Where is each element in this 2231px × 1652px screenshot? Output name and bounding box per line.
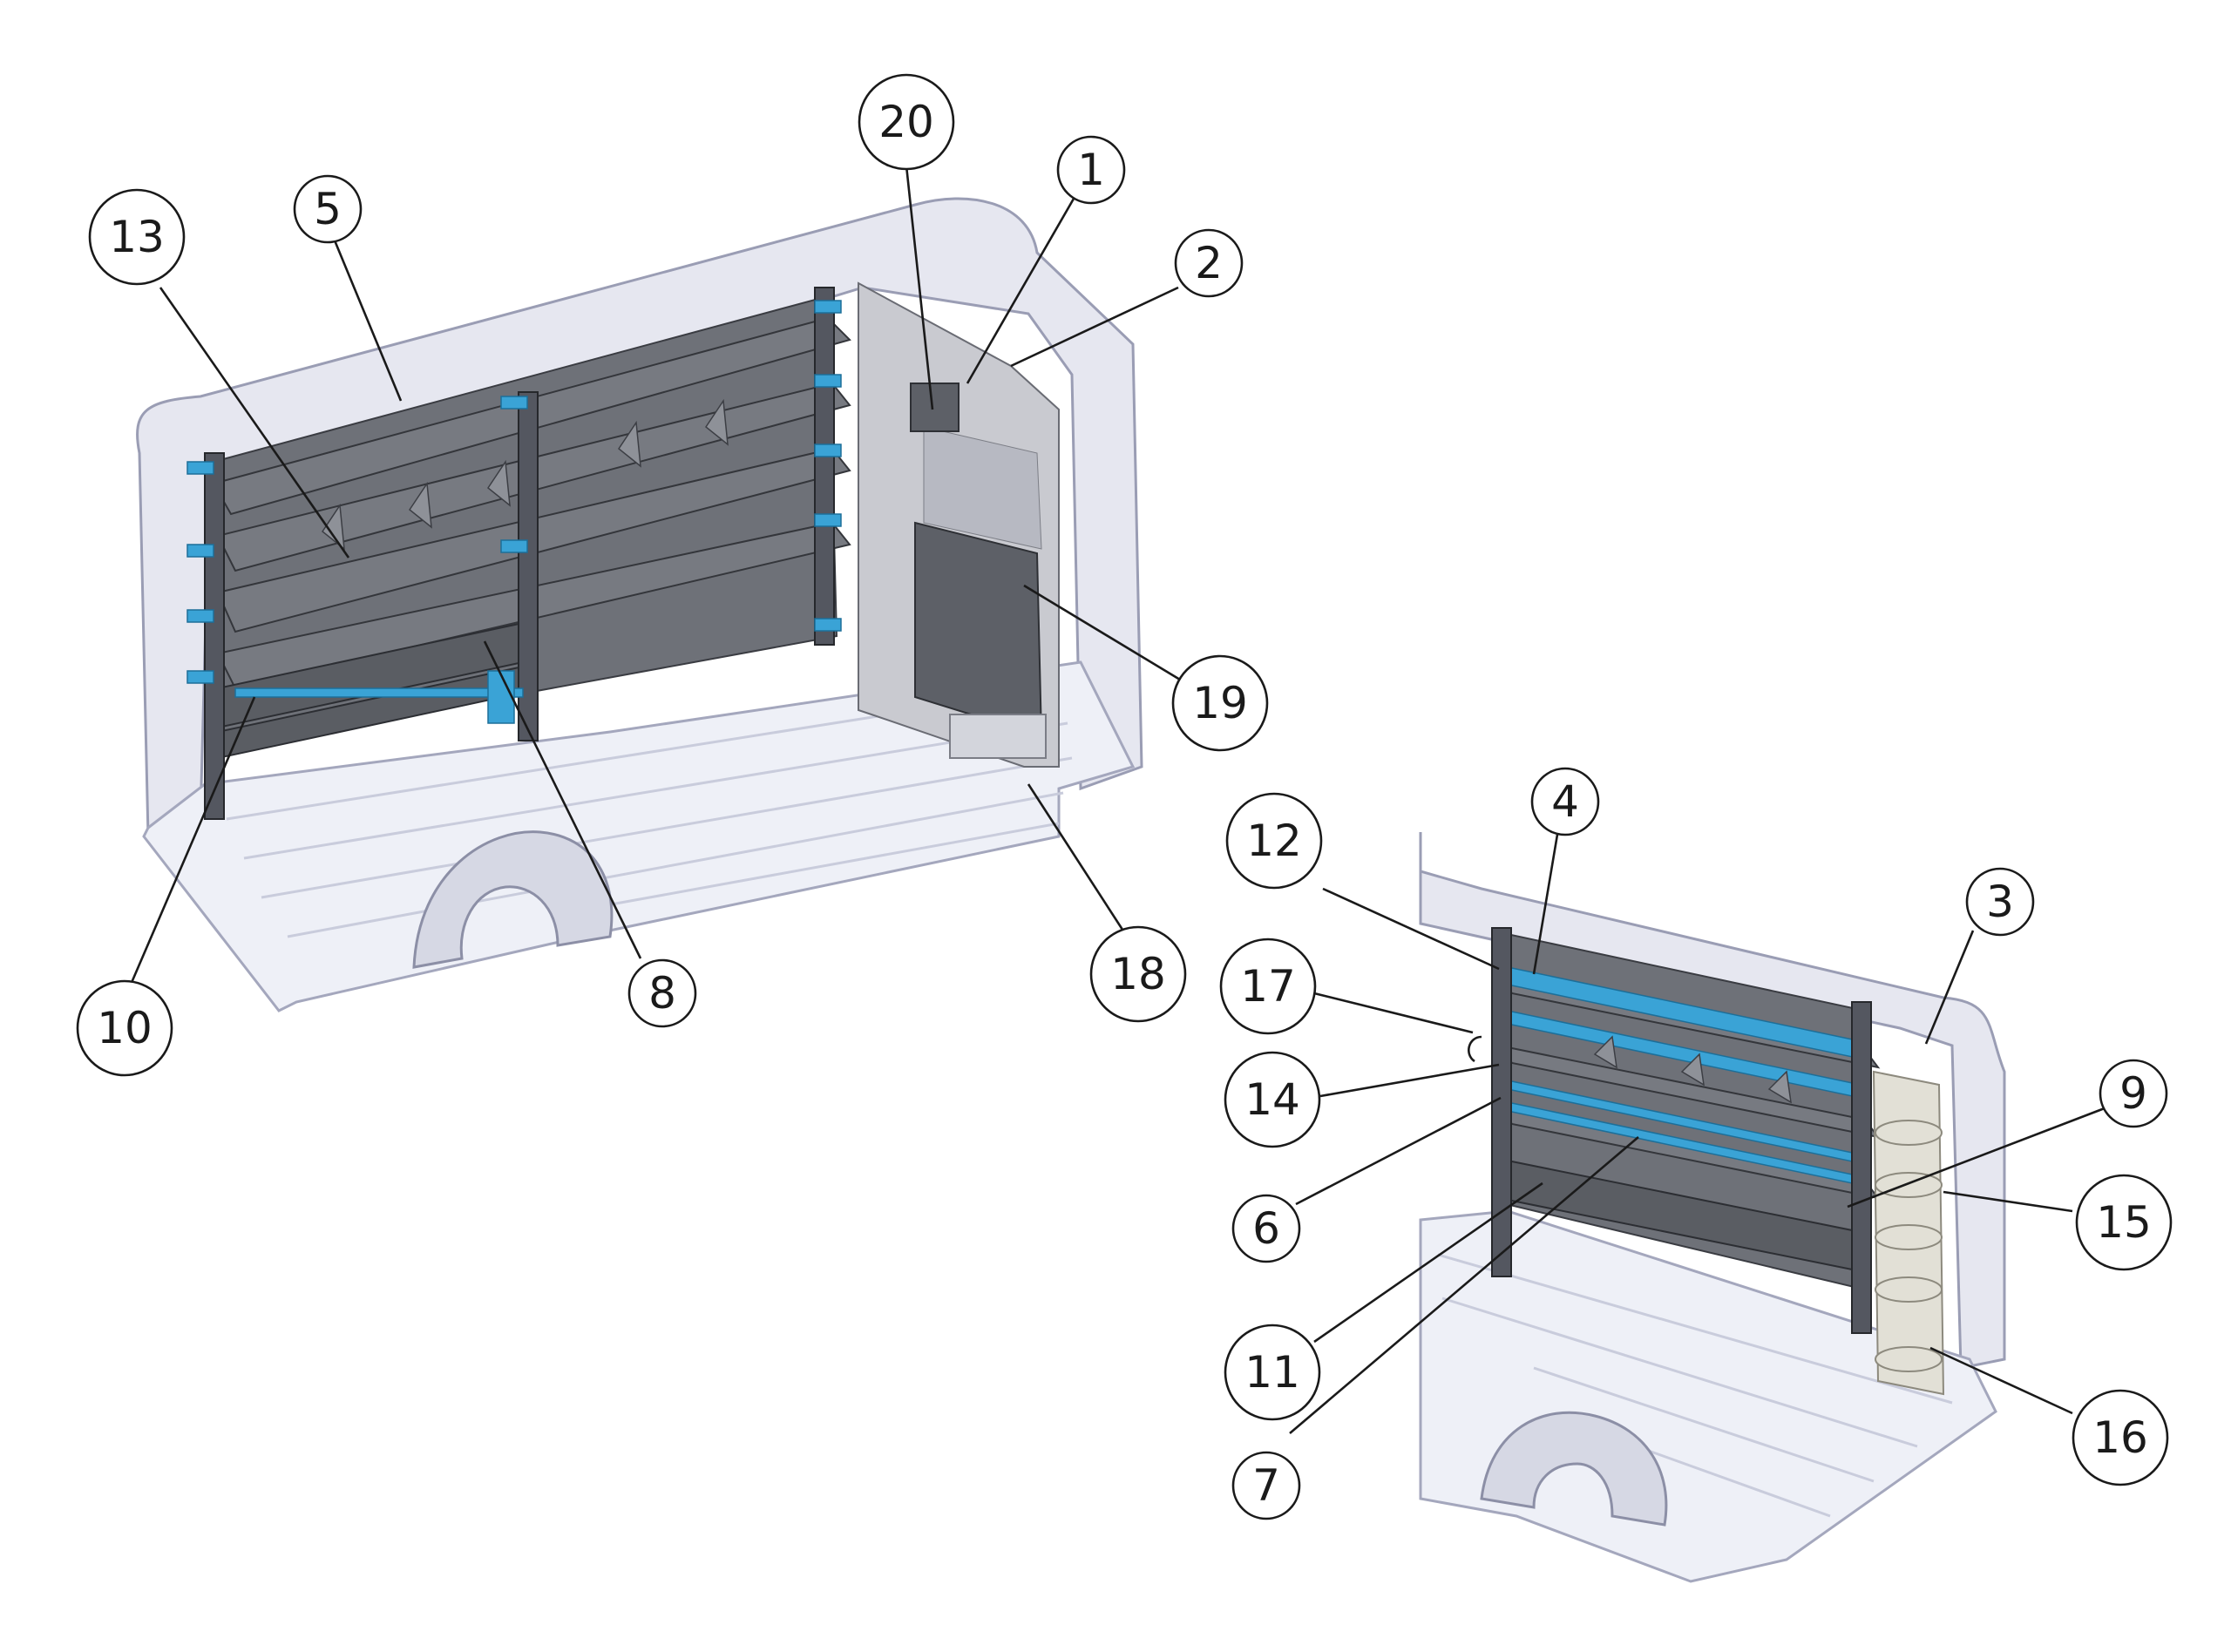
- right-hook: [1468, 1035, 1482, 1063]
- callout-17-label: 17: [1240, 961, 1296, 1012]
- callout-18-label: 18: [1110, 949, 1166, 999]
- left-wheel-well: [412, 830, 614, 969]
- callout-19-label: 19: [1192, 678, 1248, 728]
- callout-9-label: 9: [2119, 1068, 2147, 1119]
- callout-4: 4: [1530, 767, 1600, 836]
- callout-15-label: 15: [2096, 1197, 2152, 1248]
- callout-12: 12: [1225, 792, 1323, 890]
- left-blue-brackets: [186, 300, 842, 724]
- left-van-floor: [142, 660, 1136, 1012]
- callout-leader-lines: [129, 165, 2110, 1434]
- callout-2-label: 2: [1195, 238, 1223, 288]
- right-shelf-dividers: [1593, 1035, 1792, 1104]
- callout-5: 5: [293, 174, 363, 244]
- callout-2: 2: [1174, 228, 1244, 298]
- right-uprights: [1491, 927, 1872, 1334]
- callout-7-label: 7: [1252, 1460, 1280, 1511]
- callout-17: 17: [1219, 938, 1317, 1035]
- callout-20-label: 20: [878, 97, 934, 147]
- callout-4-label: 4: [1551, 776, 1579, 827]
- left-partition-mesh: [923, 426, 1042, 550]
- callout-9: 9: [2099, 1059, 2168, 1128]
- callout-6-label: 6: [1252, 1203, 1280, 1254]
- right-floor-ribs: [1437, 1253, 1953, 1518]
- callout-12-label: 12: [1246, 816, 1302, 866]
- callout-10: 10: [76, 979, 173, 1077]
- left-shelf-dividers: [321, 398, 729, 551]
- callout-7: 7: [1231, 1451, 1301, 1520]
- right-wheel-well: [1480, 1411, 1668, 1527]
- callout-16: 16: [2072, 1389, 2169, 1486]
- callout-11-label: 11: [1244, 1347, 1300, 1398]
- right-van-floor: [1419, 1209, 1997, 1583]
- callout-15: 15: [2075, 1174, 2173, 1271]
- callout-13-label: 13: [109, 212, 165, 262]
- callout-14-label: 14: [1244, 1074, 1300, 1125]
- callout-5-label: 5: [314, 184, 342, 234]
- callout-11: 11: [1224, 1324, 1321, 1421]
- callout-10-label: 10: [97, 1003, 153, 1053]
- callout-3: 3: [1965, 867, 2035, 937]
- callout-16-label: 16: [2092, 1412, 2148, 1463]
- callout-bubbles: 20 1 2 5 13 19 18 8: [76, 73, 2173, 1520]
- callout-3-label: 3: [1986, 877, 2014, 927]
- left-van-view: [136, 197, 1143, 1012]
- left-step-tray: [949, 714, 1047, 759]
- left-partition-lock: [910, 383, 960, 432]
- callout-19: 19: [1171, 654, 1269, 752]
- right-van-view: [1419, 832, 2006, 1583]
- callout-6: 6: [1231, 1194, 1301, 1263]
- right-rack-rings: [1875, 1120, 1943, 1372]
- callout-8: 8: [627, 958, 697, 1028]
- callout-8-label: 8: [648, 968, 676, 1019]
- callout-1: 1: [1056, 135, 1126, 205]
- left-van-body: [136, 197, 1143, 839]
- callout-1-label: 1: [1077, 145, 1105, 195]
- callout-20: 20: [858, 73, 955, 171]
- callout-13: 13: [88, 188, 186, 286]
- callout-14: 14: [1224, 1051, 1321, 1148]
- callout-18: 18: [1089, 925, 1187, 1023]
- right-blue-bins: [1507, 966, 1861, 1186]
